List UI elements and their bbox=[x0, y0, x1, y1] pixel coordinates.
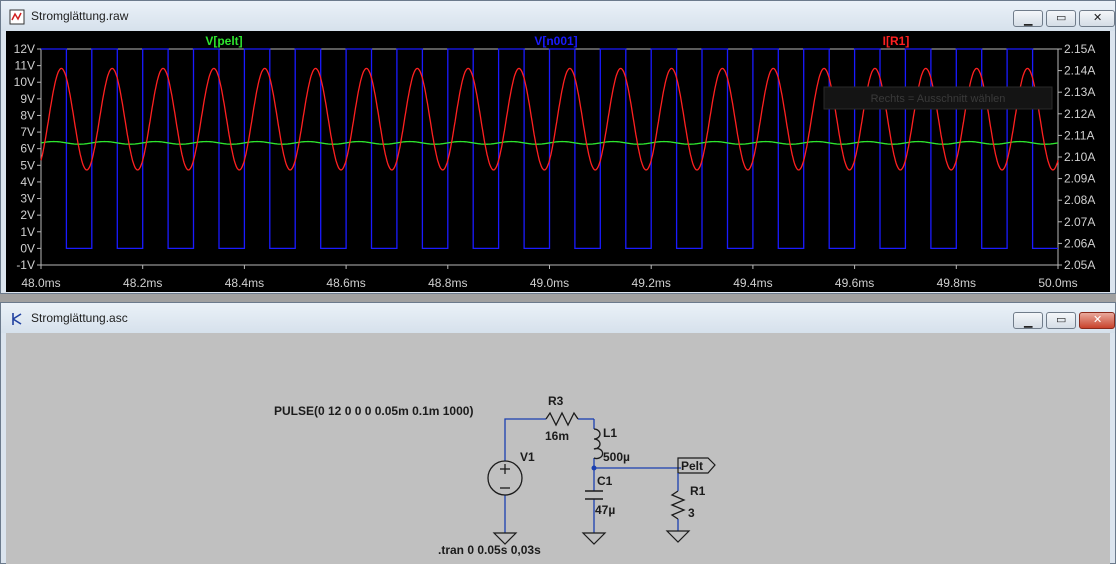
y-right-tick-label: 2.09A bbox=[1064, 172, 1095, 186]
y-right-tick-label: 2.13A bbox=[1064, 85, 1095, 99]
x-tick-label: 49.0ms bbox=[530, 276, 569, 290]
trace-label[interactable]: I[R1] bbox=[883, 34, 910, 48]
y-right-tick-label: 2.08A bbox=[1064, 193, 1095, 207]
x-tick-label: 48.0ms bbox=[21, 276, 60, 290]
schematic-maximize-button[interactable]: ▭ bbox=[1046, 312, 1076, 329]
y-left-tick-label: -1V bbox=[16, 258, 35, 272]
plot-labels: 12V 11V 10V 9V 8V 7V 6V 5V 4V 3V 2V 1V 0V -1V 2.15A 2.1… bbox=[14, 34, 1096, 290]
schematic-minimize-button[interactable]: ▁ bbox=[1013, 312, 1043, 329]
maximize-icon: ▭ bbox=[1056, 314, 1067, 326]
y-right-tick-label: 2.11A bbox=[1064, 128, 1094, 142]
y-left-tick-label: 0V bbox=[20, 241, 35, 255]
close-icon: ✕ bbox=[1093, 12, 1103, 24]
r3-value: 16m bbox=[545, 429, 569, 443]
l1-inductor-symbol[interactable] bbox=[593, 428, 604, 460]
minimize-icon: ▁ bbox=[1024, 316, 1033, 328]
tooltip-box bbox=[823, 86, 1053, 110]
waveform-window-title: Stromglättung.raw bbox=[31, 9, 129, 23]
wires bbox=[504, 418, 681, 533]
r1-value: 3 bbox=[688, 506, 695, 520]
schematic-canvas[interactable]: PULSE(0 12 0 0 0 0.05m 0.1m 1000) .tran … bbox=[6, 333, 1110, 564]
y-left-tick-label: 10V bbox=[14, 75, 35, 89]
y-right-tick-label: 2.10A bbox=[1064, 150, 1095, 164]
pelt-net-label: Pelt bbox=[681, 459, 703, 473]
waveform-plot[interactable]: 12V 11V 10V 9V 8V 7V 6V 5V 4V 3V 2V 1V 0V -1V 2.15A 2.1… bbox=[6, 31, 1110, 292]
pelt-net-label-flag[interactable] bbox=[677, 457, 716, 474]
x-tick-label: 49.2ms bbox=[632, 276, 671, 290]
ground-icon bbox=[665, 530, 691, 543]
tran-directive[interactable]: .tran 0 0.05s 0,03s bbox=[438, 543, 541, 557]
r3-name: R3 bbox=[548, 394, 564, 408]
trace-label[interactable]: V[pelt] bbox=[205, 34, 242, 48]
y-left-tick-label: 8V bbox=[20, 108, 35, 122]
r1-resistor-symbol[interactable] bbox=[670, 490, 686, 520]
waveform-titlebar[interactable]: Stromglättung.raw ▁ ▭ ✕ bbox=[1, 1, 1115, 31]
c1-name: C1 bbox=[597, 474, 613, 488]
y-right-tick-label: 2.05A bbox=[1064, 258, 1095, 272]
y-left-tick-label: 3V bbox=[20, 192, 35, 206]
trace-i-r1[interactable] bbox=[40, 67, 1059, 171]
y-left-tick-label: 12V bbox=[14, 42, 35, 56]
v1-name: V1 bbox=[520, 450, 535, 464]
y-left-tick-label: 2V bbox=[20, 208, 35, 222]
x-tick-label: 49.4ms bbox=[733, 276, 772, 290]
maximize-icon: ▭ bbox=[1056, 12, 1067, 24]
x-tick-label: 48.2ms bbox=[123, 276, 162, 290]
schematic-close-button[interactable]: ✕ bbox=[1079, 312, 1115, 329]
c1-value: 47µ bbox=[595, 503, 615, 517]
y-left-tick-label: 5V bbox=[20, 158, 35, 172]
plot-traces bbox=[40, 48, 1059, 250]
y-left-tick-label: 7V bbox=[20, 125, 35, 139]
ground-icon bbox=[492, 532, 518, 545]
close-button[interactable]: ✕ bbox=[1079, 10, 1115, 27]
y-right-tick-label: 2.06A bbox=[1064, 236, 1095, 250]
trace-v-pelt[interactable] bbox=[40, 140, 1059, 145]
y-left-tick-label: 1V bbox=[20, 225, 35, 239]
r3-resistor-symbol[interactable] bbox=[545, 411, 579, 427]
x-tick-label: 48.8ms bbox=[428, 276, 467, 290]
y-right-tick-label: 2.14A bbox=[1064, 64, 1095, 78]
y-right-tick-label: 2.12A bbox=[1064, 107, 1095, 121]
maximize-button[interactable]: ▭ bbox=[1046, 10, 1076, 27]
l1-value: 500µ bbox=[603, 450, 630, 464]
y-right-tick-label: 2.15A bbox=[1064, 42, 1095, 56]
y-left-tick-label: 9V bbox=[20, 92, 35, 106]
x-tick-label: 48.6ms bbox=[326, 276, 365, 290]
l1-name: L1 bbox=[603, 426, 617, 440]
close-icon: ✕ bbox=[1093, 314, 1103, 326]
tooltip-text: Rechts = Ausschnitt wählen bbox=[871, 93, 1006, 105]
schematic-window-title: Stromglättung.asc bbox=[31, 311, 128, 325]
y-left-tick-label: 11V bbox=[15, 59, 35, 73]
schematic-app-icon bbox=[12, 313, 22, 325]
minimize-button[interactable]: ▁ bbox=[1013, 10, 1043, 27]
v1-voltage-source[interactable] bbox=[487, 460, 523, 496]
c1-capacitor-symbol[interactable] bbox=[585, 490, 603, 500]
y-left-tick-label: 4V bbox=[20, 175, 35, 189]
waveform-app-icon bbox=[9, 9, 25, 25]
r1-name: R1 bbox=[690, 484, 706, 498]
x-tick-label: 48.4ms bbox=[225, 276, 264, 290]
trace-v-n001[interactable] bbox=[41, 48, 1058, 250]
x-tick-label: 49.8ms bbox=[937, 276, 976, 290]
x-tick-label: 49.6ms bbox=[835, 276, 874, 290]
ground-icon bbox=[581, 532, 607, 545]
pulse-directive[interactable]: PULSE(0 12 0 0 0 0.05m 0.1m 1000) bbox=[274, 404, 473, 418]
schematic-titlebar[interactable]: Stromglättung.asc ▁ ▭ ✕ bbox=[1, 303, 1115, 333]
trace-label[interactable]: V[n001] bbox=[534, 34, 577, 48]
junction-dot bbox=[591, 465, 597, 471]
minimize-icon: ▁ bbox=[1024, 14, 1033, 26]
y-left-tick-label: 6V bbox=[20, 142, 35, 156]
y-right-tick-label: 2.07A bbox=[1064, 215, 1095, 229]
x-tick-label: 50.0ms bbox=[1038, 276, 1077, 290]
